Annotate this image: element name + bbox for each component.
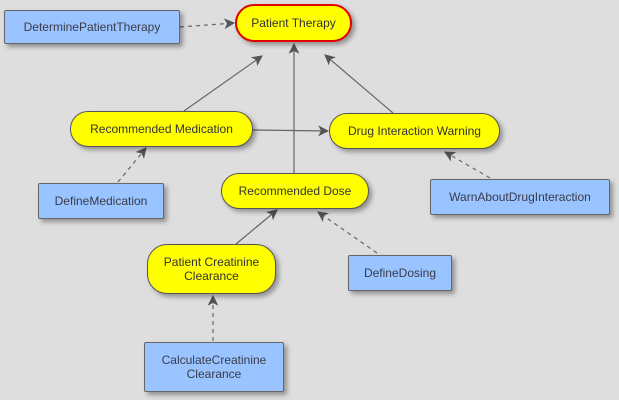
node-recommended-dose[interactable]: Recommended Dose <box>221 173 369 209</box>
node-drug-interaction-warning[interactable]: Drug Interaction Warning <box>329 113 500 149</box>
node-label: Recommended Dose <box>238 184 352 198</box>
edge-warn-about-drug-interaction-to-drug-interaction-warning <box>444 151 491 179</box>
node-label: Drug Interaction Warning <box>348 124 481 138</box>
node-calculate-creatinine-clearance[interactable]: CalculateCreatinine Clearance <box>144 342 284 392</box>
node-define-medication[interactable]: DefineMedication <box>38 183 164 219</box>
node-label: CalculateCreatinine Clearance <box>161 353 267 381</box>
node-label: Patient Creatinine Clearance <box>163 255 260 283</box>
edge-recommended-medication-to-drug-interaction-warning <box>252 125 330 137</box>
node-label: Recommended Medication <box>90 122 233 136</box>
node-define-dosing[interactable]: DefineDosing <box>348 255 452 291</box>
node-determine-patient-therapy[interactable]: DeterminePatientTherapy <box>4 10 180 44</box>
node-label: WarnAboutDrugInteraction <box>449 190 591 204</box>
node-label: DefineMedication <box>54 194 148 208</box>
edge-patient-creatinine-clearance-to-recommended-dose <box>235 209 278 245</box>
node-warn-about-drug-interaction[interactable]: WarnAboutDrugInteraction <box>430 179 610 215</box>
node-label: Patient Therapy <box>251 16 336 30</box>
edge-determine-patient-therapy-to-patient-therapy <box>179 18 236 30</box>
node-label: DeterminePatientTherapy <box>23 20 161 34</box>
edge-define-medication-to-recommended-medication <box>117 147 147 183</box>
node-label: DefineDosing <box>363 266 437 280</box>
edge-drug-interaction-warning-to-patient-therapy <box>324 54 394 114</box>
node-patient-creatinine-clearance[interactable]: Patient Creatinine Clearance <box>147 244 276 294</box>
node-recommended-medication[interactable]: Recommended Medication <box>70 111 253 147</box>
node-patient-therapy[interactable]: Patient Therapy <box>235 4 352 42</box>
edge-define-dosing-to-recommended-dose <box>317 211 378 254</box>
edge-recommended-medication-to-patient-therapy <box>183 55 263 112</box>
